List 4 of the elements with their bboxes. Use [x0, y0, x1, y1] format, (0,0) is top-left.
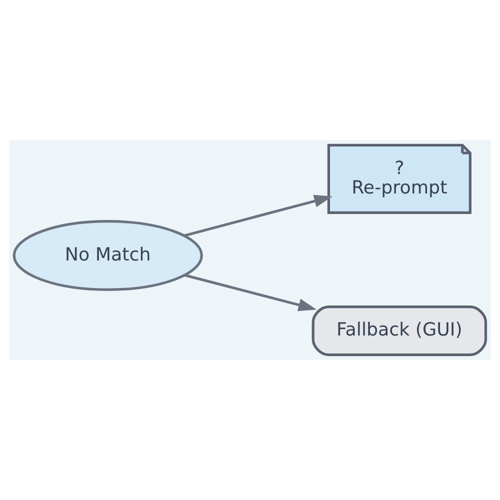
node-ellipse: No Match — [12, 220, 203, 291]
arrow — [184, 274, 317, 312]
node-box: Fallback (GUI) — [312, 305, 488, 356]
arrow — [184, 194, 332, 237]
